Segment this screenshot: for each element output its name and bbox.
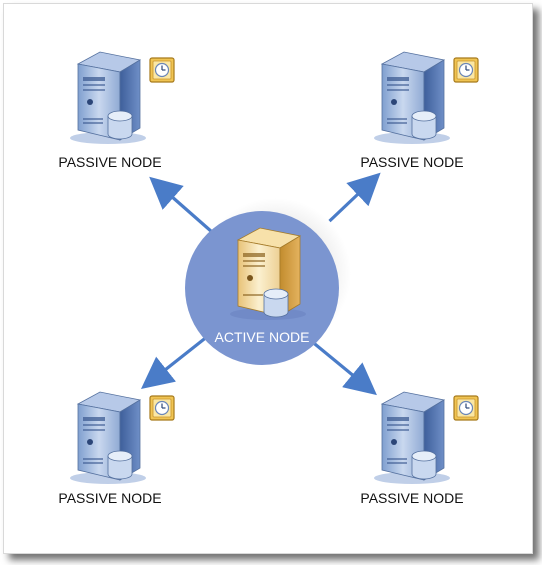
server-database-icon <box>373 51 451 145</box>
passive-node-bottom-left: PASSIVE NODE <box>58 391 175 506</box>
server-database-icon <box>69 391 147 485</box>
server-database-icon <box>230 227 306 320</box>
passive-node-label: PASSIVE NODE <box>58 154 161 170</box>
active-node-label: ACTIVE NODE <box>215 329 310 345</box>
clock-icon <box>149 57 175 83</box>
arrow-to-bottom-left <box>140 334 209 389</box>
passive-node-top-left: PASSIVE NODE <box>58 51 175 170</box>
active-node: ACTIVE NODE <box>185 198 351 365</box>
passive-node-label: PASSIVE NODE <box>360 490 463 506</box>
arrow-to-top-left <box>149 176 214 234</box>
server-database-icon <box>373 391 451 485</box>
arrow-to-bottom-right <box>308 338 377 396</box>
passive-node-bottom-right: PASSIVE NODE <box>360 391 479 506</box>
clock-icon <box>149 395 175 421</box>
passive-node-top-right: PASSIVE NODE <box>360 51 479 170</box>
clock-icon <box>453 395 479 421</box>
clock-icon <box>453 57 479 83</box>
passive-node-label: PASSIVE NODE <box>58 490 161 506</box>
server-database-icon <box>69 51 147 145</box>
passive-node-label: PASSIVE NODE <box>360 154 463 170</box>
